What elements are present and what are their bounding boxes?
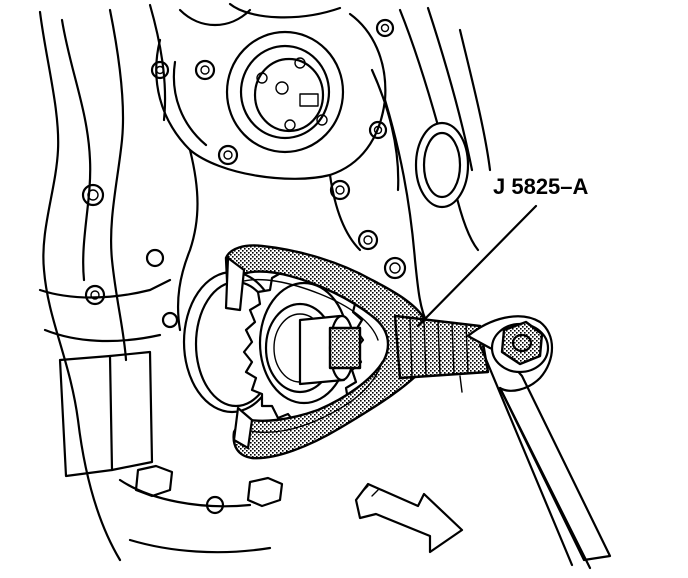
engine-block: [38, 2, 492, 562]
ratchet-wrench: [466, 315, 612, 570]
callout-leader-line: [416, 204, 538, 328]
forcing-screw: [328, 314, 490, 393]
rotation-direction-arrow: [354, 482, 464, 554]
tool-number-callout: J 5825–A: [493, 174, 589, 199]
puller-tool-body: [224, 244, 431, 460]
